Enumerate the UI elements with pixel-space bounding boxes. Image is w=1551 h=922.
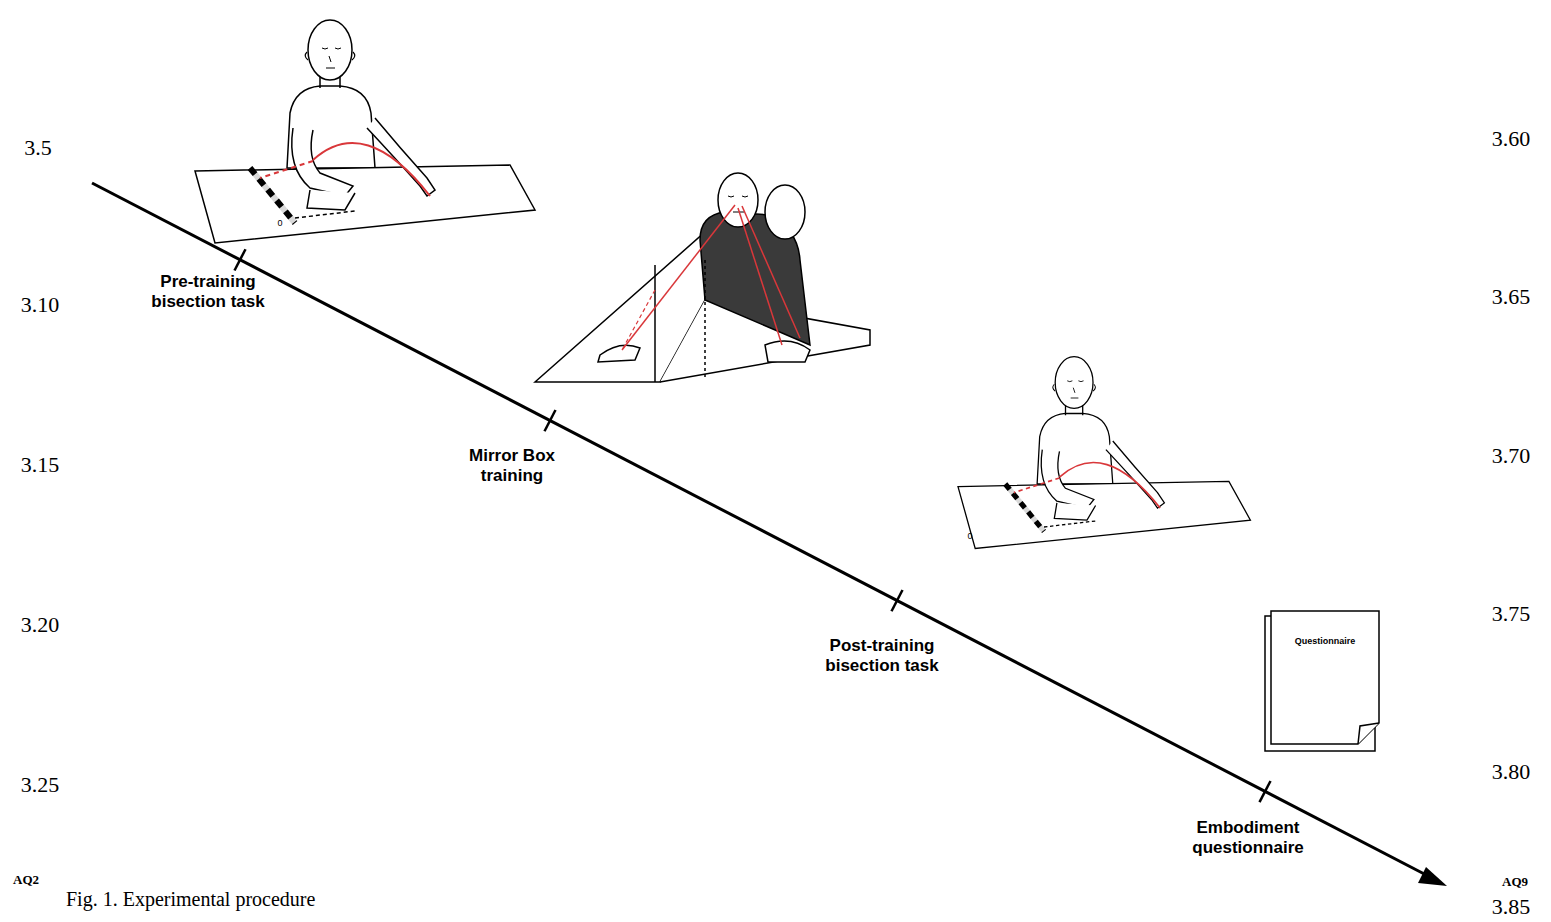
- step-label: Post-training bisection task: [802, 636, 962, 677]
- line-number: 3.85: [1492, 894, 1531, 920]
- line-number: 3.15: [21, 452, 60, 478]
- line-number: 3.70: [1492, 443, 1531, 469]
- post-training-scene: [958, 357, 1250, 549]
- mirror-edge: [654, 265, 656, 382]
- step-label: Mirror Box training: [452, 446, 572, 487]
- sight-line: [738, 208, 782, 345]
- line-number: 3.10: [21, 292, 60, 318]
- page-outline: [1270, 610, 1380, 745]
- reflected-hand: [598, 345, 640, 362]
- timeline-tick: [545, 410, 556, 431]
- ruler-zero: 0: [277, 218, 282, 228]
- step-label: Embodiment questionnaire: [1173, 818, 1323, 859]
- ruler-zero: 0: [967, 531, 972, 541]
- line-number: 3.20: [21, 612, 60, 638]
- virtual-sight-line: [622, 290, 655, 350]
- timeline-arrowhead: [1418, 867, 1447, 886]
- step-label: Pre-training bisection task: [128, 272, 288, 313]
- line-number: 3.80: [1492, 759, 1531, 785]
- line-number: 3.60: [1492, 126, 1531, 152]
- line-number: 3.75: [1492, 601, 1531, 627]
- questionnaire-page: Questionnaire: [1270, 610, 1380, 745]
- query-marker: AQ2: [13, 872, 39, 888]
- page-title: Questionnaire: [1270, 610, 1380, 646]
- sight-line: [742, 206, 800, 338]
- line-number: 3.65: [1492, 284, 1531, 310]
- figure-caption: Fig. 1. Experimental procedure: [66, 888, 315, 911]
- real-hand: [765, 341, 810, 362]
- sight-line: [622, 205, 735, 350]
- head: [765, 185, 805, 239]
- hidden-arm: [704, 260, 706, 380]
- timeline-axis: [92, 183, 1432, 878]
- timeline-tick: [235, 249, 246, 270]
- page-outline: [1271, 611, 1379, 744]
- page-fold: [1358, 723, 1379, 744]
- timeline-tick: [1260, 781, 1271, 802]
- line-number: 3.5: [24, 135, 52, 161]
- line-number: 3.25: [21, 772, 60, 798]
- pre-training-scene: [195, 20, 535, 243]
- query-marker: AQ9: [1502, 874, 1528, 890]
- timeline-tick: [892, 590, 903, 611]
- mirror-box-scene: [535, 173, 870, 382]
